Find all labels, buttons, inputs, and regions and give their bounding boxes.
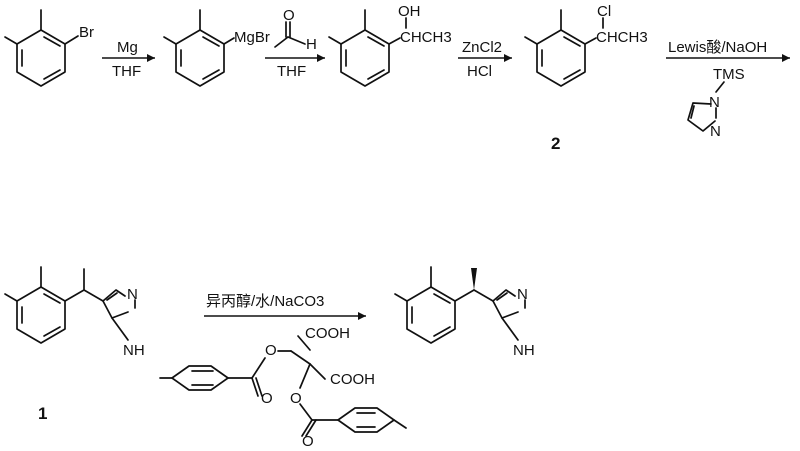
alcohol-intermediate: OH CHCH3 xyxy=(328,3,452,87)
compound-number-1: 1 xyxy=(38,404,47,423)
racemic-compound-1: N NH 1 xyxy=(4,266,145,423)
reagent-thf-1: THF xyxy=(112,63,141,80)
acetaldehyde-o: O xyxy=(283,7,295,24)
reagent-hcl: HCl xyxy=(467,63,492,80)
hydroxyl-label: OH xyxy=(398,3,421,20)
cooh-top: COOH xyxy=(305,325,350,342)
resolved-product: N NH xyxy=(394,266,535,359)
cooh-bottom: COOH xyxy=(330,371,375,388)
alcohol-chain-label: CHCH3 xyxy=(400,29,452,46)
ditoluoyl-tartaric-acid: COOH COOH O O O O xyxy=(159,325,407,450)
imidazole-n1: N xyxy=(709,94,720,111)
chloride-chain-label: CHCH3 xyxy=(596,29,648,46)
reagent-thf-2: THF xyxy=(277,63,306,80)
bromo-dimethylbenzene: Br xyxy=(4,9,94,87)
tms-label: TMS xyxy=(713,66,745,83)
bromo-label: Br xyxy=(79,24,94,41)
reagent-mg: Mg xyxy=(117,39,138,56)
ester-o-1: O xyxy=(265,342,277,359)
reaction-arrow-3: ZnCl2 HCl xyxy=(458,39,512,80)
reagent-solvent-base: 异丙醇/水/NaCO3 xyxy=(206,293,324,310)
imidazole-nh-product: NH xyxy=(513,342,535,359)
reagent-zncl2: ZnCl2 xyxy=(462,39,502,56)
acetaldehyde-h: H xyxy=(306,36,317,53)
reaction-arrow-5: 异丙醇/水/NaCO3 xyxy=(204,293,366,320)
ester-o-2: O xyxy=(290,390,302,407)
reaction-arrow-2: O H THF xyxy=(265,7,325,80)
reagent-lewis-naoh: Lewis酸/NaOH xyxy=(668,39,767,56)
imidazole-nh-racemate: NH xyxy=(123,342,145,359)
carbonyl-o-1: O xyxy=(261,390,273,407)
reaction-arrow-4: Lewis酸/NaOH TMS N N xyxy=(666,39,790,140)
chloro-label: Cl xyxy=(597,3,611,20)
imidazole-n-racemate: N xyxy=(127,286,138,303)
chloride-compound-2: Cl CHCH3 2 xyxy=(524,3,648,153)
imidazole-n-product: N xyxy=(517,286,528,303)
carbonyl-o-2: O xyxy=(302,433,314,450)
reaction-arrow-1: Mg THF xyxy=(102,39,155,80)
imidazole-n3: N xyxy=(710,123,721,140)
mgbr-label: MgBr xyxy=(234,29,270,46)
grignard-reagent: MgBr xyxy=(163,9,270,87)
compound-number-2: 2 xyxy=(551,134,560,153)
